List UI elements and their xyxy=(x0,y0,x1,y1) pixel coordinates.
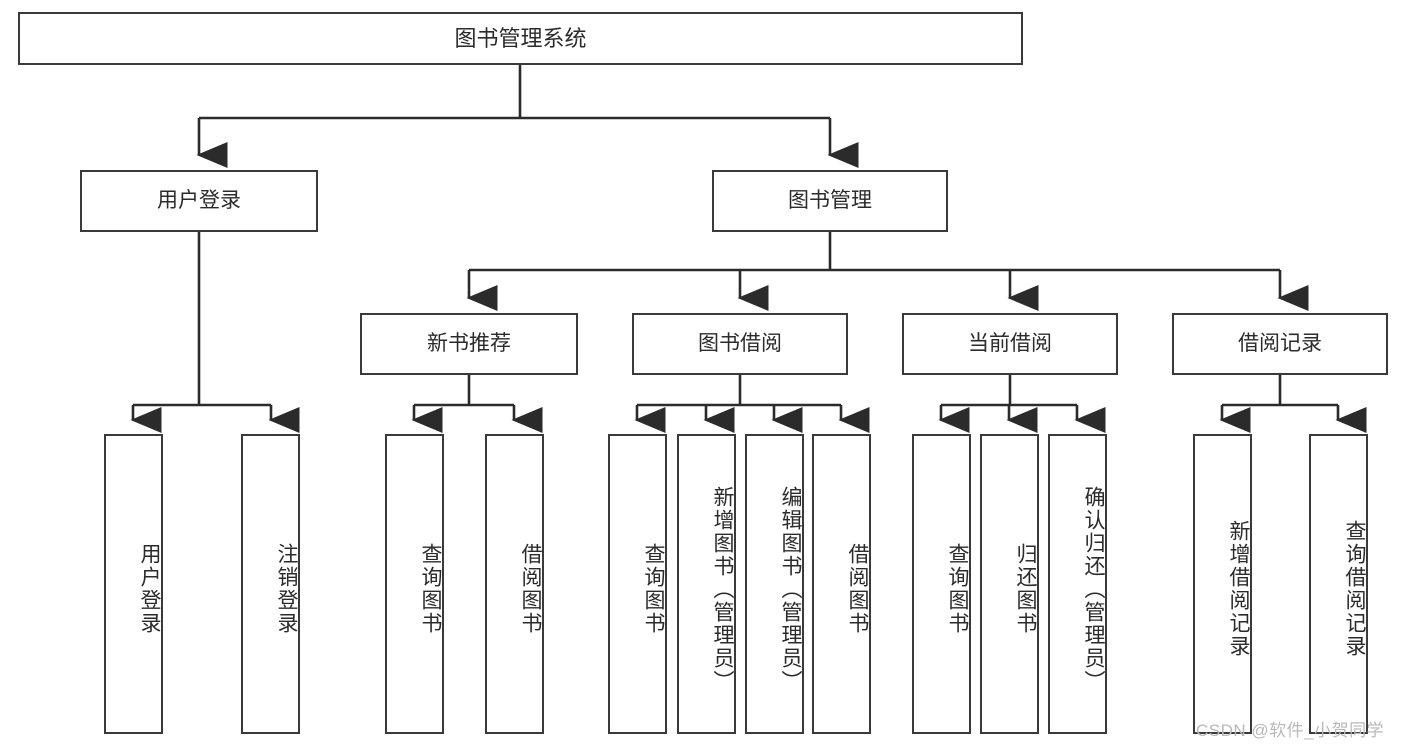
node-label: 查询借阅记录 xyxy=(1343,520,1366,658)
node-leaf-borrow-book[interactable]: 借阅图书 xyxy=(812,434,871,734)
node-label: 图书管理系统 xyxy=(454,25,587,51)
node-label: 归还图书 xyxy=(1014,543,1037,635)
node-book-management[interactable]: 图书管理 xyxy=(712,170,948,232)
node-current-borrow[interactable]: 当前借阅 xyxy=(902,313,1118,375)
node-leaf-borrow-book-recommend[interactable]: 借阅图书 xyxy=(485,434,544,734)
node-leaf-logout[interactable]: 注销登录 xyxy=(241,434,300,734)
node-label: 当前借阅 xyxy=(968,331,1052,355)
node-borrow-record[interactable]: 借阅记录 xyxy=(1172,313,1388,375)
node-label: 借阅图书 xyxy=(846,543,869,635)
node-label: 确认归还（管理员） xyxy=(1082,485,1105,693)
node-leaf-query-book-borrow[interactable]: 查询图书 xyxy=(608,434,667,734)
node-leaf-query-book-recommend[interactable]: 查询图书 xyxy=(385,434,444,734)
node-root-book-management-system[interactable]: 图书管理系统 xyxy=(18,12,1023,65)
node-label: 新书推荐 xyxy=(427,331,511,355)
node-label: 借阅图书 xyxy=(519,543,542,635)
node-label: 查询图书 xyxy=(419,543,442,635)
node-label: 图书借阅 xyxy=(698,331,782,355)
node-new-book-recommend[interactable]: 新书推荐 xyxy=(360,313,578,375)
node-leaf-query-borrow-record[interactable]: 查询借阅记录 xyxy=(1309,434,1368,734)
node-label: 编辑图书（管理员） xyxy=(779,485,802,693)
node-leaf-add-borrow-record[interactable]: 新增借阅记录 xyxy=(1193,434,1252,734)
node-leaf-add-book-admin[interactable]: 新增图书（管理员） xyxy=(677,434,736,734)
node-label: 查询图书 xyxy=(946,543,969,635)
node-label: 用户登录 xyxy=(138,543,161,635)
node-leaf-return-book[interactable]: 归还图书 xyxy=(980,434,1039,734)
node-leaf-user-login[interactable]: 用户登录 xyxy=(104,434,163,734)
node-leaf-query-book-current[interactable]: 查询图书 xyxy=(912,434,971,734)
node-label: 注销登录 xyxy=(275,543,298,635)
node-label: 图书管理 xyxy=(788,188,872,212)
node-label: 借阅记录 xyxy=(1238,331,1322,355)
node-label: 新增借阅记录 xyxy=(1227,520,1250,658)
node-user-login[interactable]: 用户登录 xyxy=(80,170,318,232)
node-leaf-confirm-return-admin[interactable]: 确认归还（管理员） xyxy=(1048,434,1107,734)
node-leaf-edit-book-admin[interactable]: 编辑图书（管理员） xyxy=(745,434,804,734)
node-label: 新增图书（管理员） xyxy=(711,485,734,693)
node-label: 查询图书 xyxy=(642,543,665,635)
node-book-borrow[interactable]: 图书借阅 xyxy=(632,313,848,375)
node-label: 用户登录 xyxy=(157,188,241,212)
